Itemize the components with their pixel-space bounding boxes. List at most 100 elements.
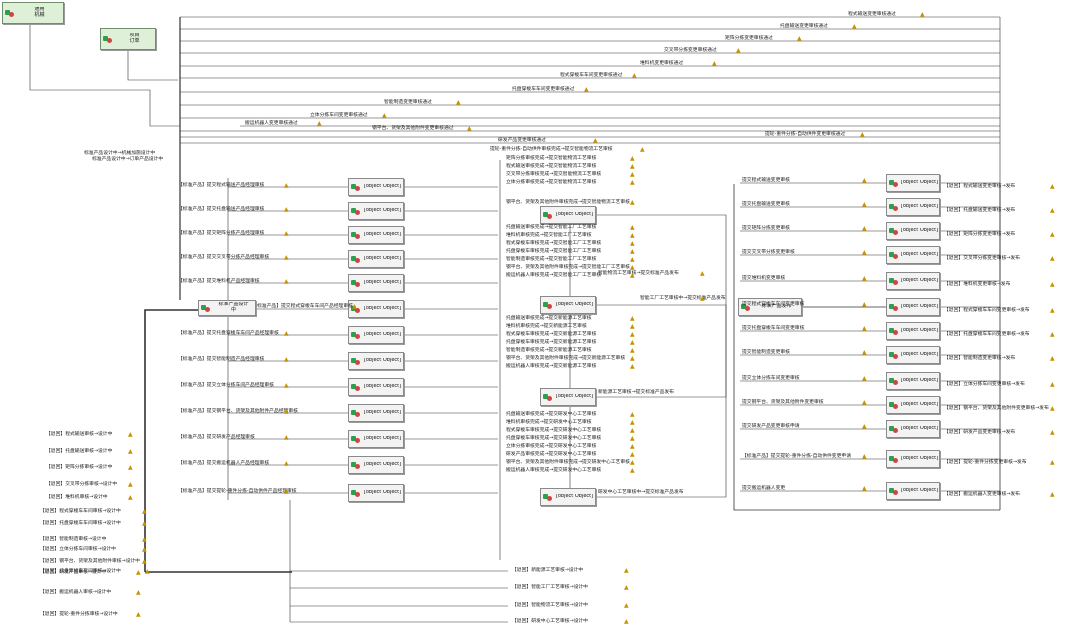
process-submit-label[interactable]: 立体分拣审核完成→提交智能物流工艺审核	[506, 180, 597, 185]
return-label[interactable]: 【退回】矩阵分拣审核→设计中	[46, 465, 113, 470]
process-submit-label[interactable]: 矩阵分拣审核完成→提交智能物流工艺审核	[506, 156, 597, 161]
publish-label[interactable]: 【退回】堆料机变更审核→发布	[944, 282, 1011, 287]
change-review-node-5[interactable]: [object Object]	[886, 272, 940, 290]
process-submit-label[interactable]: 搬运机器人审核完成→提交智能工厂工艺审核	[506, 273, 602, 278]
change-submit-label[interactable]: 提交智能制造变更审核	[742, 350, 790, 355]
pm-review-node-6[interactable]: [object Object]	[348, 300, 404, 318]
publish-label[interactable]: 【退回】钢平台、货架及其他附件变更审核→发布	[944, 406, 1049, 411]
publish-label[interactable]: 【退回】研发产品变更审核→发布	[944, 430, 1016, 435]
change-submit-label[interactable]: 提交堆料机变更审核	[742, 276, 786, 281]
return-label[interactable]: 【退回】研发产品审核→设计中	[40, 570, 107, 575]
feedback-label[interactable]: 堆料机变更审核通过	[640, 61, 684, 66]
process-review-node-3[interactable]: [object Object]	[540, 388, 596, 406]
process-submit-label[interactable]: 搬运机器人审核完成→提交研发中心工艺审核	[506, 468, 602, 473]
pm-review-node-5[interactable]: [object Object]	[348, 274, 404, 292]
process-submit-label[interactable]: 智能制造审核完成→提交新能源工艺审核	[506, 348, 592, 353]
publish-label[interactable]: 【退回】搬运机器人变更审核→发布	[944, 492, 1020, 497]
feedback-label[interactable]: 交叉带分拣变更审核通过	[664, 48, 717, 53]
change-review-node-10[interactable]: [object Object]	[886, 396, 940, 414]
pm-review-node-3[interactable]: [object Object]	[348, 226, 404, 244]
change-submit-label[interactable]: 【标准产品】提交提轮-重件分拣-自动供件变更申请	[742, 454, 851, 459]
change-review-node-4[interactable]: [object Object]	[886, 246, 940, 264]
process-submit-label[interactable]: 立体分拣审核完成→提交研发中心工艺审核	[506, 444, 597, 449]
process-submit-label[interactable]: 搬运机器人审核完成→提交新能源工艺审核	[506, 364, 597, 369]
design-in-progress-node[interactable]: 标准产品设计 中	[198, 300, 256, 316]
change-review-node-7[interactable]: [object Object]	[886, 322, 940, 340]
process-out-label[interactable]: 新能源工艺审核→提交标准产品发布	[598, 390, 674, 395]
pm-review-node-10[interactable]: [object Object]	[348, 404, 404, 422]
feedback-label[interactable]: 研发产品变更审核通过	[498, 138, 546, 143]
feedback-label[interactable]: 托盘穿梭车车间变更审核通过	[512, 87, 575, 92]
publish-label[interactable]: 【退回】矩阵分拣变更审核→发布	[944, 232, 1016, 237]
publish-label[interactable]: 【退回】程式穿梭车车间变更审核→发布	[944, 308, 1030, 313]
process-submit-label[interactable]: 钢平台、货架及其他附件审核完成→提交智能工厂工艺审核	[506, 265, 630, 270]
return-label[interactable]: 【退回】智能物流工艺审核→设计中	[512, 603, 588, 608]
pm-review-node-2[interactable]: [object Object]	[348, 202, 404, 220]
publish-label[interactable]: 【退回】程式输送变更审核→发布	[944, 184, 1016, 189]
feedback-label[interactable]: 托盘输送变更审核通过	[780, 24, 828, 29]
return-label[interactable]: 【退回】搬运机器人审核→设计中	[40, 590, 112, 595]
return-label[interactable]: 【退回】钢平台、货架及其他附件审核→设计中	[40, 559, 140, 564]
process-submit-label[interactable]: 托盘输送审核完成→提交研发中心工艺审核	[506, 412, 597, 417]
process-out-label[interactable]: 智能物流工艺审核→提交标准产品发布	[598, 271, 679, 276]
process-submit-label[interactable]: 程式穿梭车审核完成→提交新能源工艺审核	[506, 332, 597, 337]
pm-review-node-9[interactable]: [object Object]	[348, 378, 404, 396]
change-review-node-12[interactable]: [object Object]	[886, 450, 940, 468]
change-submit-label[interactable]: 提交交叉带分拣变更审核	[742, 250, 795, 255]
process-submit-label[interactable]: 堆料机审核完成→提交新能源工艺审核	[506, 324, 587, 329]
process-submit-label[interactable]: 托盘穿梭车审核完成→提交智能工厂工艺审核	[506, 249, 602, 254]
change-review-node-3[interactable]: [object Object]	[886, 222, 940, 240]
feedback-label[interactable]: 立体分拣车间变更审核通过	[310, 113, 368, 118]
process-submit-label[interactable]: 托盘穿梭车审核完成→提交新能源工艺审核	[506, 340, 597, 345]
feedback-label[interactable]: 矩阵分拣变更审核通过	[725, 36, 773, 41]
process-submit-label[interactable]: 堆料机审核完成→提交智能工厂工艺审核	[506, 233, 592, 238]
process-submit-label[interactable]: 程式输送审核完成→提交智能物流工艺审核	[506, 164, 597, 169]
change-submit-label[interactable]: 提交研发产品变更审核申请	[742, 424, 800, 429]
process-out-label[interactable]: 智能工厂工艺审核中→提交标准产品发布	[640, 296, 726, 301]
feedback-label[interactable]: 程式输送变更审核通过	[848, 12, 896, 17]
feedback-label[interactable]: 程式穿梭车车间变更审核通过	[560, 73, 623, 78]
return-label[interactable]: 【退回】智能制造审核→设计中	[40, 537, 107, 542]
change-review-node-11[interactable]: [object Object]	[886, 420, 940, 438]
publish-label[interactable]: 【退回】托盘输送变更审核→发布	[944, 208, 1016, 213]
submit-label[interactable]: 【标准产品】提交智能制造产品经理审核	[178, 357, 265, 362]
submit-label[interactable]: 【标准产品】提交搬运机器人产品经理审核	[178, 461, 270, 466]
submit-label[interactable]: 【标准产品】提交交叉带分拣产品经理审核	[178, 255, 270, 260]
process-submit-label[interactable]: 钢平台、货架及其他附件审核完成→提交新能源工艺审核	[506, 356, 626, 361]
publish-label[interactable]: 【退回】智能制造变更审核→发布	[944, 356, 1016, 361]
standard-product-release-node[interactable]: 标准产品发布	[738, 298, 802, 316]
pm-review-node-11[interactable]: [object Object]	[348, 430, 404, 448]
submit-label[interactable]: 【标准产品】提交矩阵分拣产品经理审核	[178, 231, 265, 236]
process-submit-label[interactable]: 钢平台、货架及其他附件审核完成→提交智能物流工艺审核	[506, 200, 630, 205]
process-submit-label[interactable]: 堆料机审核完成→提交研发中心工艺审核	[506, 420, 592, 425]
process-submit-label[interactable]: 托盘输送审核完成→提交新能源工艺审核	[506, 316, 592, 321]
feedback-label[interactable]: 搬运机器人变更审核通过	[245, 121, 298, 126]
return-label[interactable]: 【退回】程式输送审核→设计中	[46, 432, 113, 437]
change-review-node-9[interactable]: [object Object]	[886, 372, 940, 390]
submit-label[interactable]: 【标准产品】提交研发产品经理审核	[178, 435, 255, 440]
return-label[interactable]: 【退回】托盘穿梭车车间审核→设计中	[40, 569, 121, 574]
pm-review-node-13[interactable]: [object Object]	[348, 484, 404, 502]
project-order-node[interactable]: 项目 订单	[100, 28, 156, 50]
feedback-label[interactable]: 提轮-重件分拣-自动供件审核完成→提交智能物流工艺审核	[490, 147, 613, 152]
process-review-node-2[interactable]: [object Object]	[540, 296, 596, 314]
pm-review-node-7[interactable]: [object Object]	[348, 326, 404, 344]
pm-review-node-1[interactable]: [object Object]	[348, 178, 404, 196]
return-label[interactable]: 【退回】程式穿梭车车间审核→设计中	[40, 509, 121, 514]
process-submit-label[interactable]: 托盘穿梭车审核完成→提交研发中心工艺审核	[506, 436, 602, 441]
feedback-label[interactable]: 钢平台、货架及其他附件变更审核通过	[372, 126, 454, 131]
change-submit-label[interactable]: 提交立体分拣车间变更审核	[742, 376, 800, 381]
return-label[interactable]: 【退回】提轮-重件分拣审核→设计中	[40, 612, 118, 617]
pm-review-node-12[interactable]: [object Object]	[348, 456, 404, 474]
submit-label[interactable]: 【标准产品】提交托盘输送产品经理审核	[178, 207, 265, 212]
submit-label[interactable]: 【标准产品】提交立体分拣车间产品经理审核	[178, 383, 274, 388]
submit-label[interactable]: 【标准产品】提交堆料机产品经理审核	[178, 279, 260, 284]
change-submit-label[interactable]: 提交钢平台、货架及其他附件变更审核	[742, 400, 824, 405]
change-review-node-8[interactable]: [object Object]	[886, 346, 940, 364]
feedback-label[interactable]: 标准产品设计中→订单产品设计中	[92, 157, 164, 162]
change-submit-label[interactable]: 提交托盘穿梭车车间变更审核	[742, 326, 805, 331]
publish-label[interactable]: 【退回】托盘穿梭车车间变更审核→发布	[944, 332, 1030, 337]
feedback-label[interactable]: 智能制造变更审核通过	[384, 100, 432, 105]
change-submit-label[interactable]: 提交程式穿梭车车间变更审核	[742, 302, 805, 307]
change-submit-label[interactable]: 提交搬运机器人变更	[742, 486, 786, 491]
